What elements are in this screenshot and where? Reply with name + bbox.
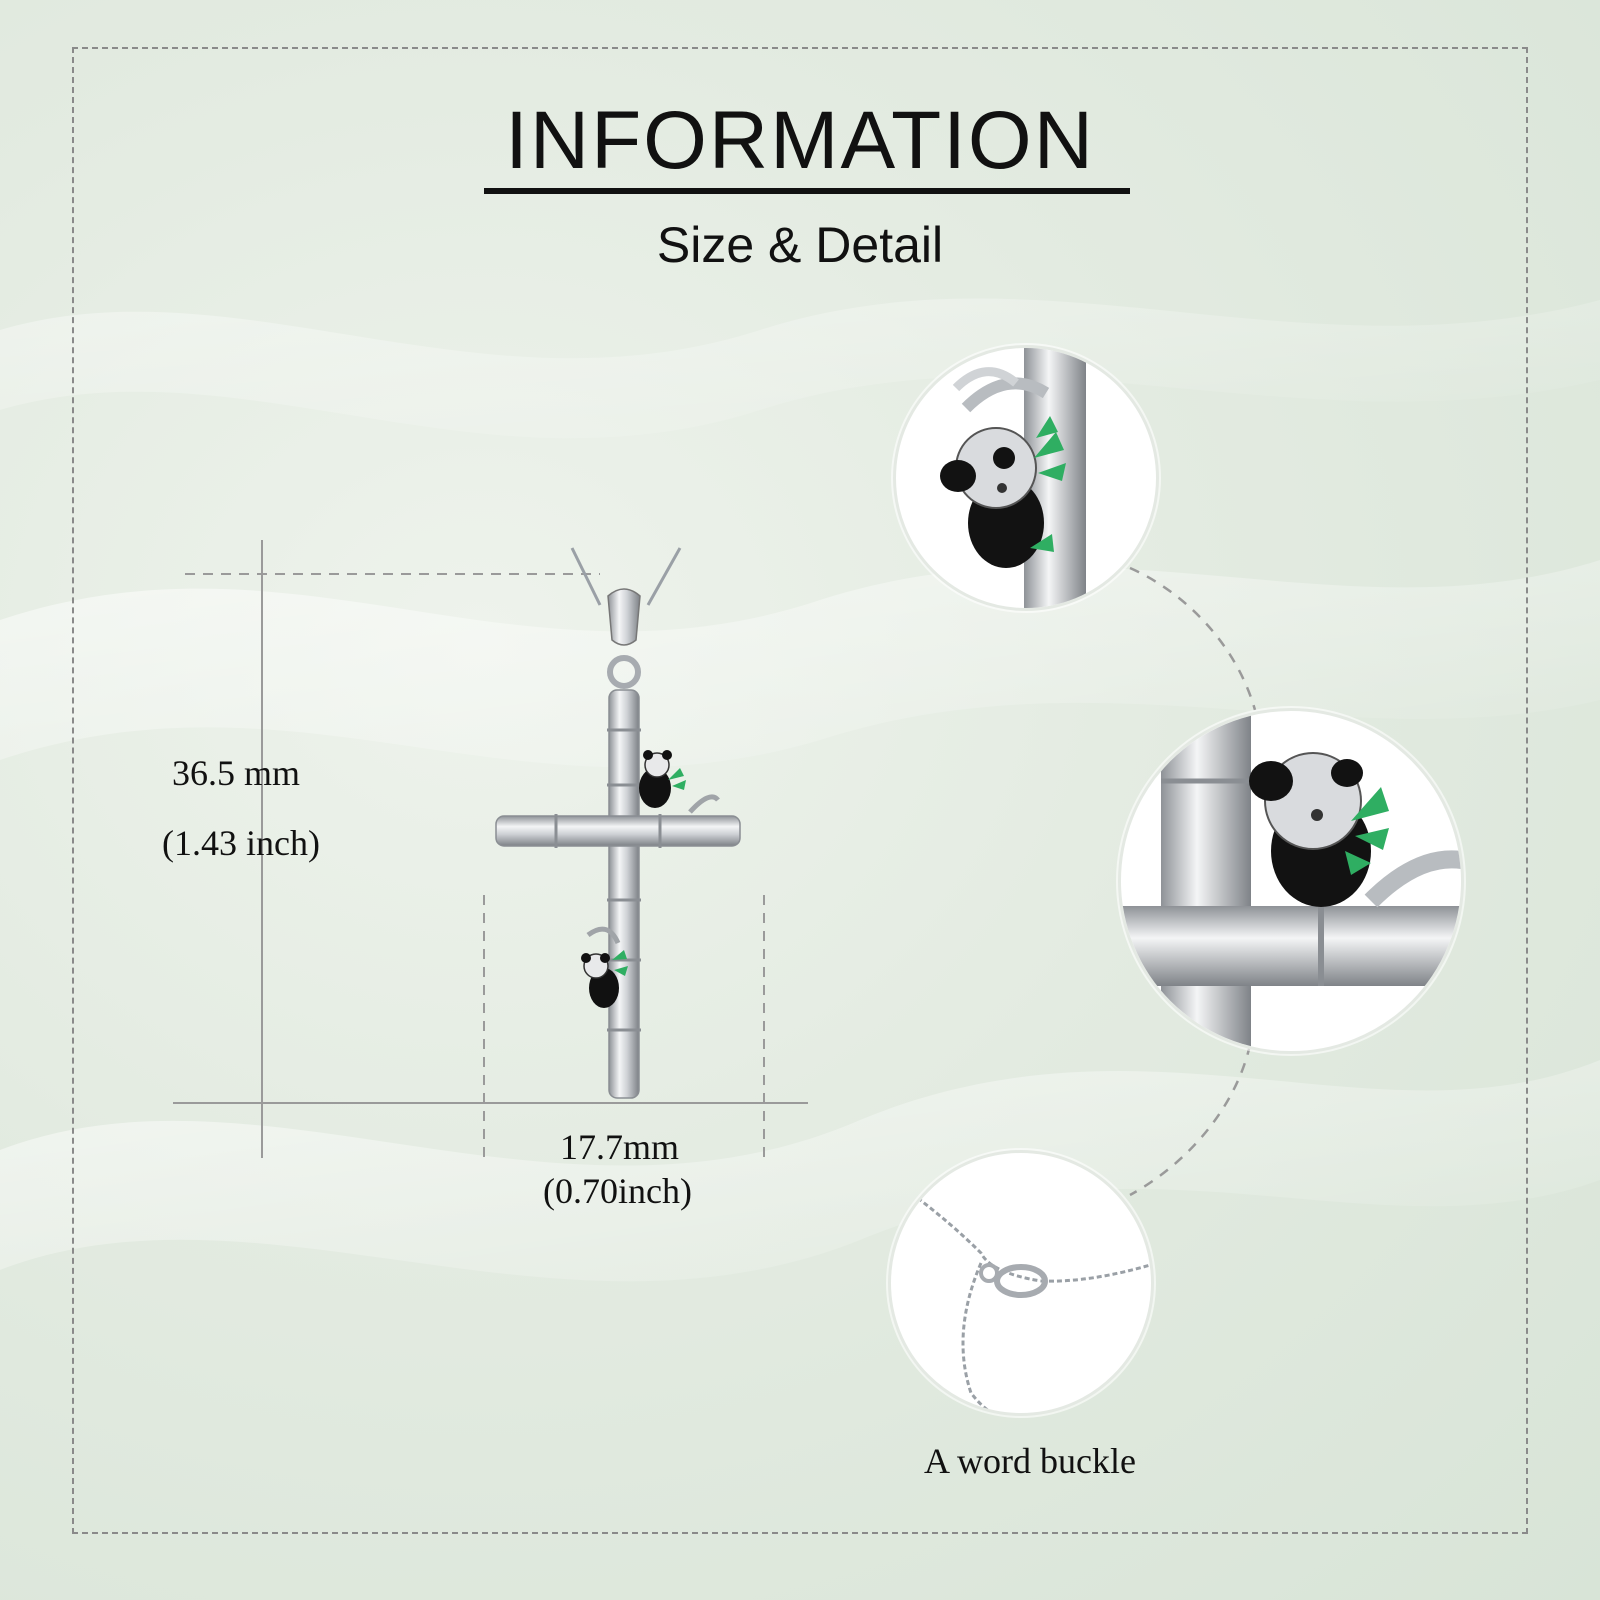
detail-circle-cross-junction [1118,708,1464,1054]
page-title: INFORMATION [505,95,1095,186]
page-subtitle: Size & Detail [656,217,944,273]
height-mm-label: 36.5 mm [172,753,301,793]
width-mm-label: 17.7mm [560,1127,680,1167]
detail-circle-panda-close-up [893,345,1159,611]
title-underline [484,188,1130,194]
height-inch-label: (1.43 inch) [162,823,320,863]
detail-circle-clasp [888,1150,1154,1416]
clasp-caption: A word buckle [924,1441,1136,1481]
dashed-border-frame [72,47,1528,1534]
width-inch-label: (0.70inch) [543,1171,692,1211]
